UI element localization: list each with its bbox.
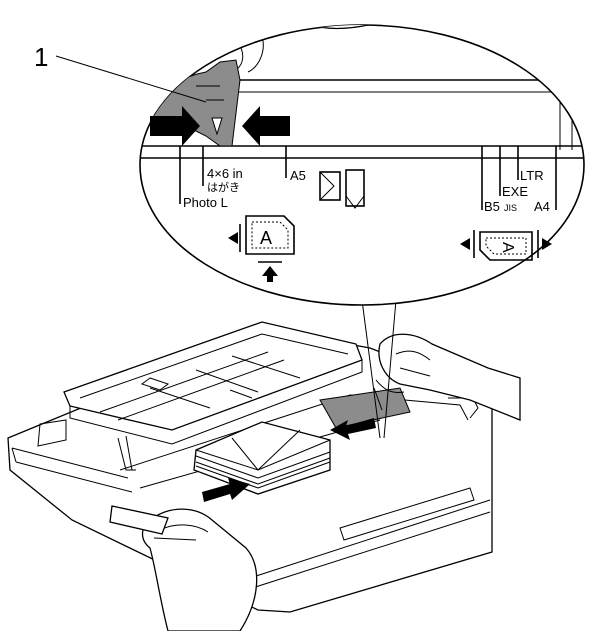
arrow-right-icon [150,106,200,146]
arrow-left-icon [242,106,290,146]
envelope-portrait-icon [345,169,365,209]
output-tray-cover [37,321,363,471]
label-photo-l: Photo L [183,195,228,210]
label-b5: B5 [484,199,500,214]
label-4x6: 4×6 in [207,166,243,181]
portrait-paper-glyph: A [260,228,272,248]
label-a5: A5 [290,168,306,183]
callout-number: 1 [34,42,48,72]
label-ltr: LTR [520,168,544,183]
size-mark-triangle-icon [211,117,223,136]
envelope-stack [193,421,331,495]
zoom-connector-right [383,299,397,439]
arrow-slide-guide-right-icon [202,478,250,502]
label-a4: A4 [534,199,550,214]
hand-left [109,505,258,632]
envelope-landscape-icon [319,171,341,201]
label-jis: JIS [504,203,517,213]
portrait-paper-icon: A [228,215,295,282]
magnified-view: Photo L 4×6 in はがき A5 B5 JIS EXE LTR A4 … [139,24,585,306]
zoom-connector-left [361,299,381,439]
label-hagaki: はがき [207,180,240,194]
landscape-paper-glyph: A [499,242,516,253]
label-exe: EXE [502,184,528,199]
arrow-slide-guide-left-icon [330,418,376,440]
landscape-paper-icon: A [460,230,552,261]
hand-right [375,333,521,421]
callout-leader-line [55,55,207,103]
